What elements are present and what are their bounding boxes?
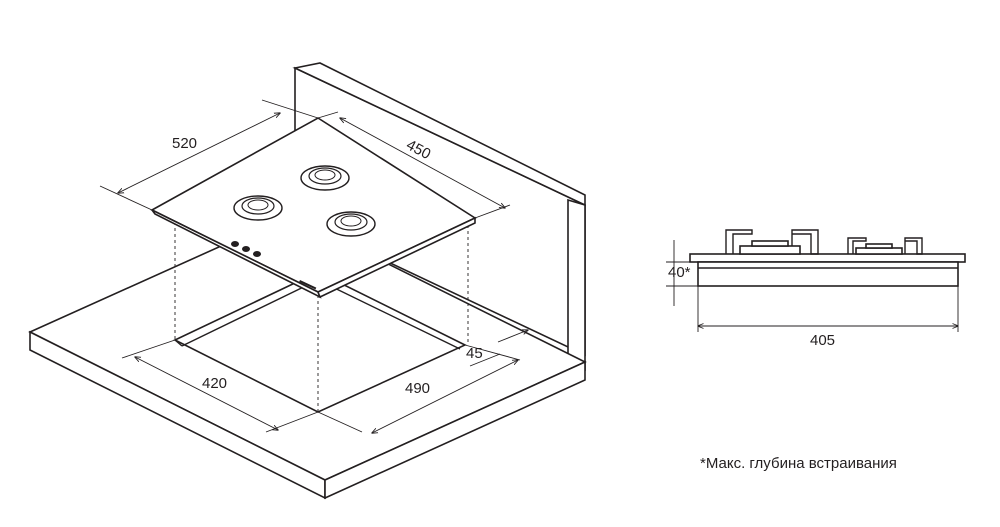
dim-490: 490 [317,344,521,433]
burner-right [326,211,376,237]
side-top-plate [689,253,966,263]
dim-405: 405 [698,286,958,349]
burner-left [233,195,283,221]
side-view: 40* 405 [666,229,966,349]
hob [150,117,477,299]
dim-45-label: 45 [466,345,483,362]
control-knobs [231,241,261,257]
isometric-view: 520 450 420 490 45 [28,62,587,500]
burner-back [300,165,350,191]
dim-420-label: 420 [202,375,227,392]
side-body [697,261,959,287]
dim-420: 420 [121,339,319,433]
dim-520-label: 520 [172,135,197,152]
dim-405-label: 405 [810,332,835,349]
pan-support-left [725,229,819,255]
dim-490-label: 490 [405,380,430,397]
dim-40: 40* [666,240,698,306]
brand-mark [299,280,317,290]
dim-40-label: 40* [668,264,691,281]
footnote: *Макс. глубина встраивания [700,455,897,472]
pan-support-right [847,237,923,255]
dim-45: 45 [466,330,528,367]
dim-520: 520 [99,99,319,211]
